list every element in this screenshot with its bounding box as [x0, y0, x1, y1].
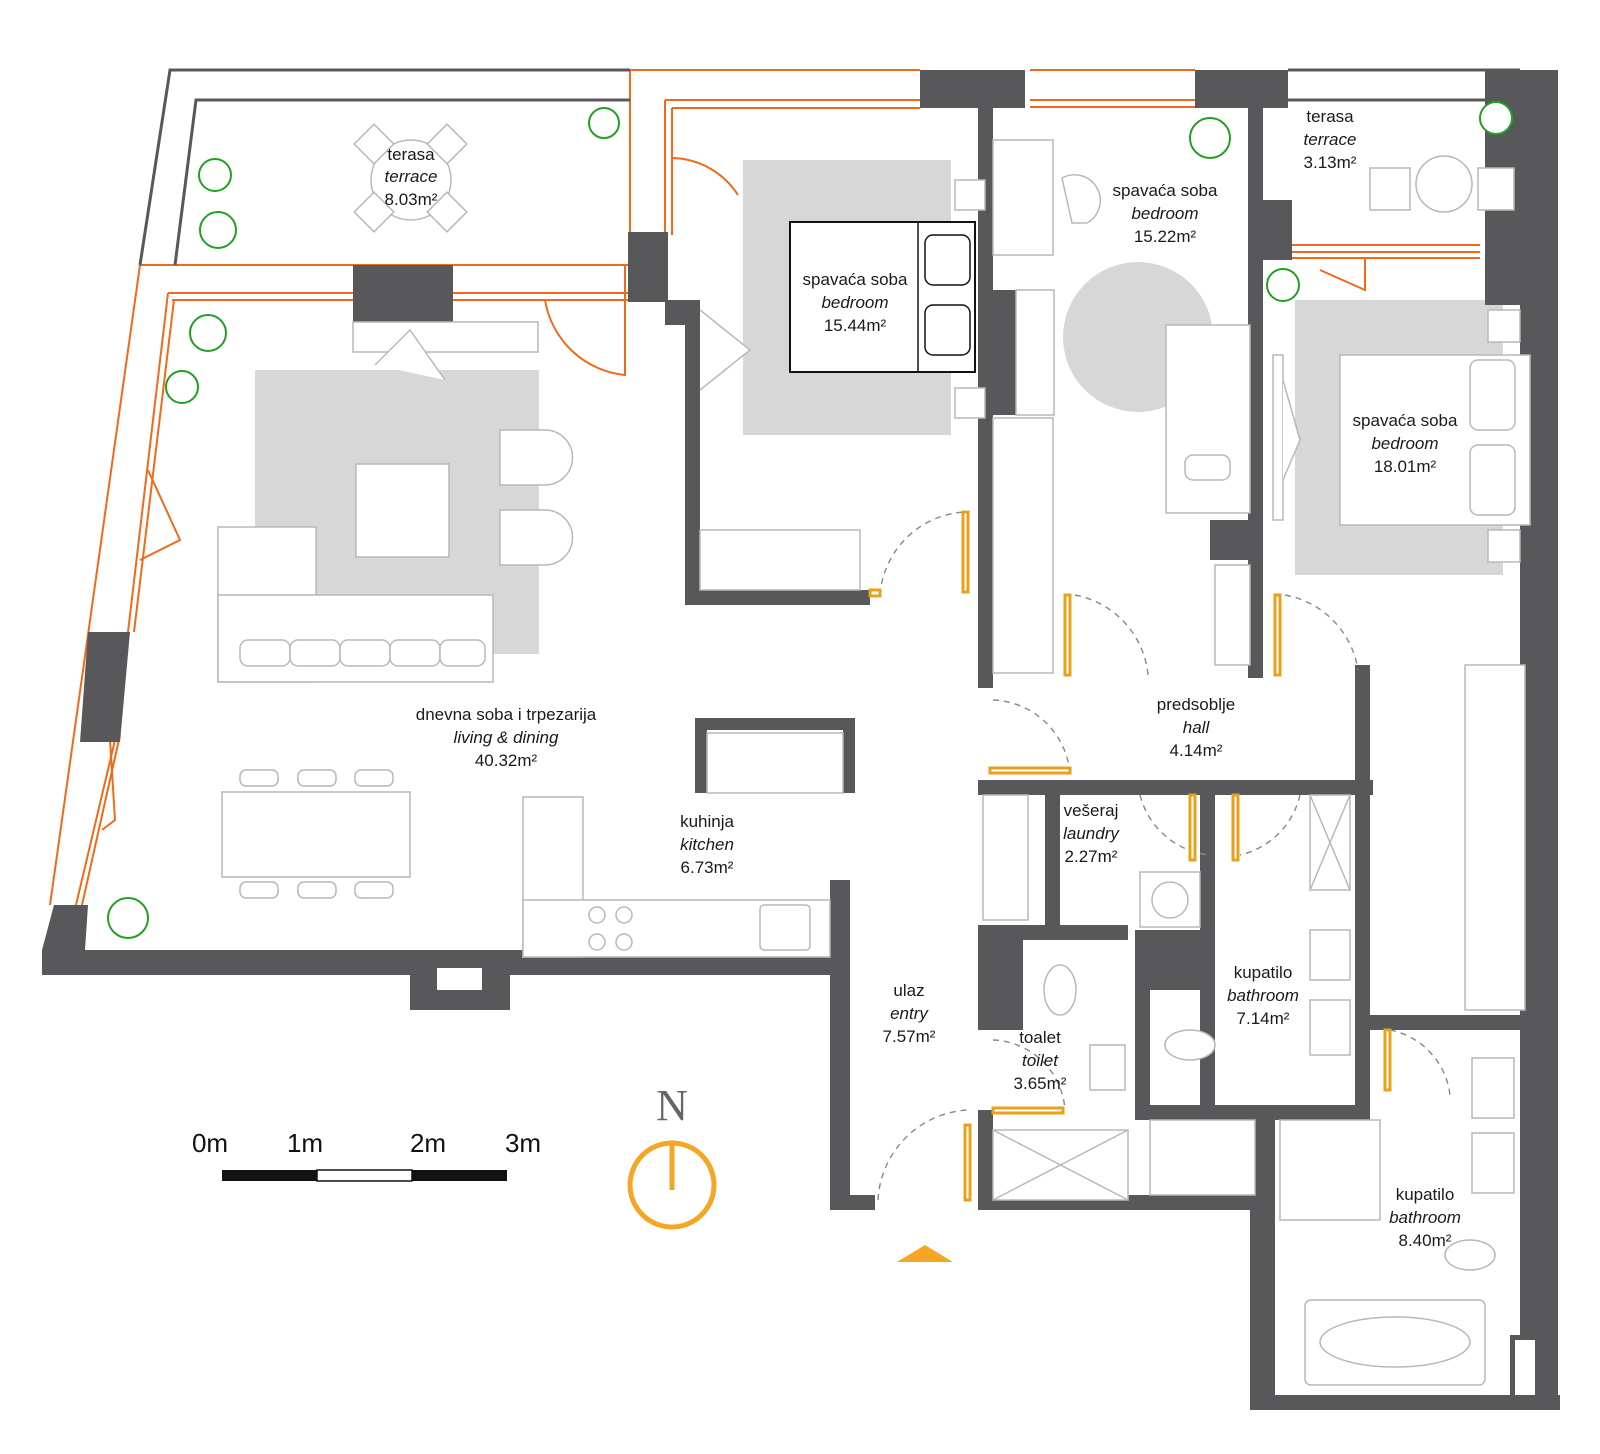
scale-label: 1m	[287, 1128, 323, 1158]
room-name-en: laundry	[1063, 824, 1120, 843]
scale-bar: 0m 1m 2m 3m	[192, 1128, 541, 1182]
room-label-bedroom-3: spavaća soba bedroom 18.01m²	[1353, 411, 1458, 476]
room-label-toilet: toalet toilet 3.65m²	[1014, 1028, 1067, 1093]
room-area: 3.65m²	[1014, 1074, 1067, 1093]
plants	[107, 101, 1513, 939]
room-name: kupatilo	[1396, 1185, 1455, 1204]
plant-icon	[1479, 101, 1513, 135]
room-label-kitchen: kuhinja kitchen 6.73m²	[680, 812, 734, 877]
room-name: spavaća soba	[1113, 181, 1218, 200]
room-name-en: kitchen	[680, 835, 734, 854]
plant-icon	[198, 158, 232, 192]
plant-icon	[107, 897, 149, 939]
room-name-en: entry	[890, 1004, 929, 1023]
room-name-en: hall	[1183, 718, 1211, 737]
room-name-en: bathroom	[1227, 986, 1299, 1005]
room-name: toalet	[1019, 1028, 1061, 1047]
room-label-bathroom-1: kupatilo bathroom 7.14m²	[1227, 963, 1299, 1028]
entrance-arrow-icon	[897, 1245, 953, 1262]
plant-icon	[189, 314, 227, 352]
scale-label: 0m	[192, 1128, 228, 1158]
room-label-entry: ulaz entry 7.57m²	[883, 981, 936, 1046]
room-name: predsoblje	[1157, 695, 1235, 714]
plant-icon	[588, 107, 620, 139]
room-name: terasa	[1306, 107, 1354, 126]
room-area: 7.57m²	[883, 1027, 936, 1046]
room-name: ulaz	[893, 981, 924, 1000]
room-name: kuhinja	[680, 812, 734, 831]
compass-icon	[627, 1140, 717, 1230]
room-area: 4.14m²	[1170, 741, 1223, 760]
room-area: 7.14m²	[1237, 1009, 1290, 1028]
room-label-terrace-ne: terasa terrace 3.13m²	[1304, 107, 1357, 172]
room-name-en: terrace	[1304, 130, 1357, 149]
room-name-en: bedroom	[821, 293, 888, 312]
room-name-en: bathroom	[1389, 1208, 1461, 1227]
room-area: 3.13m²	[1304, 153, 1357, 172]
room-name-en: bedroom	[1131, 204, 1198, 223]
room-area: 8.40m²	[1399, 1231, 1452, 1250]
plant-icon	[1189, 117, 1231, 159]
north-label: N	[656, 1081, 688, 1130]
room-label-hall: predsoblje hall 4.14m²	[1157, 695, 1235, 760]
room-name-en: living & dining	[454, 728, 559, 747]
room-area: 8.03m²	[385, 190, 438, 209]
north-arrow: N	[627, 1081, 717, 1230]
plant-icon	[165, 370, 199, 404]
room-area: 15.22m²	[1134, 227, 1197, 246]
plant-icon	[199, 211, 237, 249]
room-name: vešeraj	[1064, 801, 1119, 820]
walls	[42, 70, 1560, 1410]
room-label-terrace-nw: terasa terrace 8.03m²	[385, 145, 438, 209]
scale-label: 3m	[505, 1128, 541, 1158]
room-name: spavaća soba	[1353, 411, 1458, 430]
doors	[868, 510, 1451, 1202]
room-label-bedroom-1: spavaća soba bedroom 15.44m²	[803, 270, 908, 335]
room-name-en: terrace	[385, 167, 438, 186]
room-area: 15.44m²	[824, 316, 887, 335]
room-name: kupatilo	[1234, 963, 1293, 982]
room-area: 40.32m²	[475, 751, 538, 770]
room-label-laundry: vešeraj laundry 2.27m²	[1063, 801, 1120, 866]
room-label-bathroom-2: kupatilo bathroom 8.40m²	[1389, 1185, 1461, 1250]
scale-label: 2m	[410, 1128, 446, 1158]
room-area: 6.73m²	[681, 858, 734, 877]
room-name: dnevna soba i trpezarija	[416, 705, 597, 724]
room-name: terasa	[387, 145, 435, 164]
terrace-outlines	[138, 68, 1520, 266]
furniture	[217, 123, 1531, 1386]
room-label-living: dnevna soba i trpezarija living & dining…	[416, 705, 597, 770]
room-name: spavaća soba	[803, 270, 908, 289]
room-name-en: toilet	[1022, 1051, 1059, 1070]
room-name-en: bedroom	[1371, 434, 1438, 453]
plant-icon	[1266, 268, 1300, 302]
room-area: 18.01m²	[1374, 457, 1437, 476]
room-label-bedroom-2: spavaća soba bedroom 15.22m²	[1113, 181, 1218, 246]
room-area: 2.27m²	[1065, 847, 1118, 866]
